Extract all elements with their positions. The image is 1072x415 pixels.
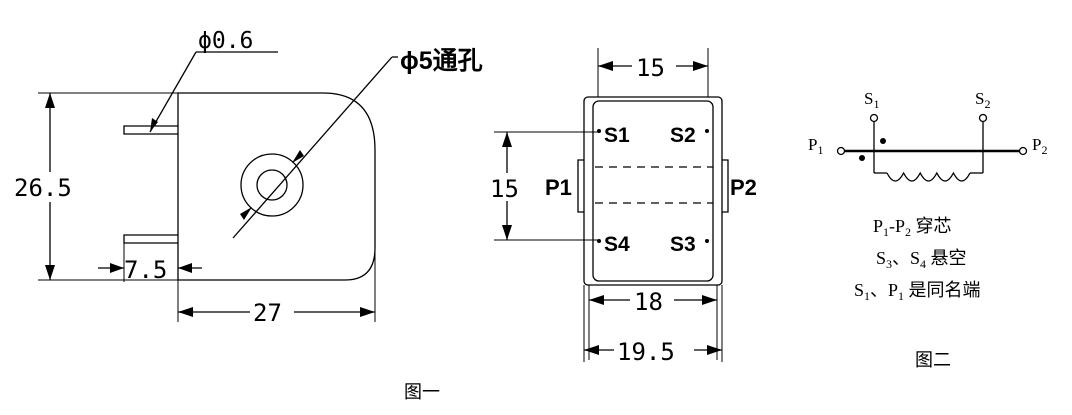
width-dim-label: 27 — [253, 299, 282, 327]
p2-terminal — [1018, 146, 1028, 156]
b195-dim-label: 19.5 — [617, 338, 675, 366]
left-arrow-top — [502, 132, 512, 147]
height-dim-label: 26.5 — [14, 174, 72, 202]
note-line-1: P1-P2 穿芯 — [873, 216, 952, 239]
b18-dim-label: 18 — [634, 288, 663, 316]
b18-arrow-right — [702, 295, 717, 305]
p2-label: P2 — [1032, 135, 1047, 157]
pin-lower — [123, 234, 178, 244]
polarity-dot-s1 — [880, 138, 886, 144]
b195-label-bg — [614, 336, 694, 364]
pin-s3-label: S3 — [670, 233, 696, 256]
through-hole-outer — [240, 153, 304, 217]
top-arrow-right — [693, 61, 708, 71]
p1-terminal — [836, 146, 846, 156]
s3-dot — [705, 239, 709, 243]
s4-dot — [597, 239, 601, 243]
height-arrow-top — [45, 93, 55, 108]
polarity-dot-p1 — [859, 155, 865, 161]
left-label-bg — [488, 173, 528, 201]
hole-arrow-lower — [240, 207, 252, 220]
s1-dot — [597, 129, 601, 133]
top-dim-label: 15 — [636, 54, 665, 82]
top-label-bg — [632, 52, 676, 80]
hole-leader — [232, 56, 393, 239]
figure2-caption: 图二 — [915, 350, 951, 370]
pin-p2-label: P2 — [730, 175, 757, 200]
front-outer-body — [583, 96, 723, 286]
side-view: ϕ5通孔 ϕ0.6 26.5 7.5 27 — [12, 28, 483, 327]
front-view: 15 15 S1 S2 S4 S3 P1 P2 18 — [488, 48, 757, 366]
p1-label: P1 — [808, 135, 823, 157]
s2-label: S2 — [975, 89, 990, 111]
s1-terminal — [869, 113, 879, 123]
pin-offset-label: 7.5 — [124, 256, 167, 284]
b195-arrow-right — [707, 345, 722, 355]
schematic: P1 P2 S1 S2 P1-P2 穿芯 S3、S4 悬空 S1、P1 是同名端… — [808, 89, 1047, 370]
note-line-2: S3、S4 悬空 — [876, 248, 967, 271]
right-tab — [722, 159, 729, 213]
side-body-outline — [177, 92, 376, 281]
b18-label-bg — [630, 286, 674, 314]
figure1-caption: 图一 — [404, 382, 440, 402]
height-arrow-bottom — [45, 265, 55, 280]
left-tab — [577, 159, 584, 213]
pin-diameter-label: ϕ0.6 — [198, 28, 253, 54]
pin-diameter-leader — [149, 51, 197, 133]
height-label-bg — [12, 172, 104, 202]
pin-offset-arrow-right — [178, 263, 192, 273]
s2-dot — [705, 129, 709, 133]
coil — [886, 171, 971, 182]
b195-arrow-left — [584, 345, 599, 355]
pin-s2-label: S2 — [670, 124, 696, 147]
left-dim-label: 15 — [490, 175, 519, 203]
hole-label: ϕ5通孔 — [400, 47, 483, 75]
note-line-3: S1、P1 是同名端 — [854, 280, 981, 303]
pin-s4-label: S4 — [604, 233, 630, 256]
width-arrow-left — [178, 307, 193, 317]
front-inner-body — [592, 100, 714, 282]
pin-s1-label: S1 — [604, 124, 630, 147]
pin-p1-label: P1 — [545, 175, 572, 200]
width-label-bg — [250, 297, 294, 325]
b18-arrow-left — [589, 295, 604, 305]
pin-offset-arrow-left — [110, 263, 124, 273]
s1-label: S1 — [864, 89, 879, 111]
s2-terminal — [978, 113, 988, 123]
through-hole-inner — [256, 169, 288, 201]
top-arrow-left — [598, 61, 613, 71]
width-arrow-right — [360, 307, 375, 317]
left-arrow-bottom — [502, 225, 512, 240]
pin-diameter-arrow — [150, 118, 158, 132]
hole-arrow-upper — [292, 150, 304, 163]
